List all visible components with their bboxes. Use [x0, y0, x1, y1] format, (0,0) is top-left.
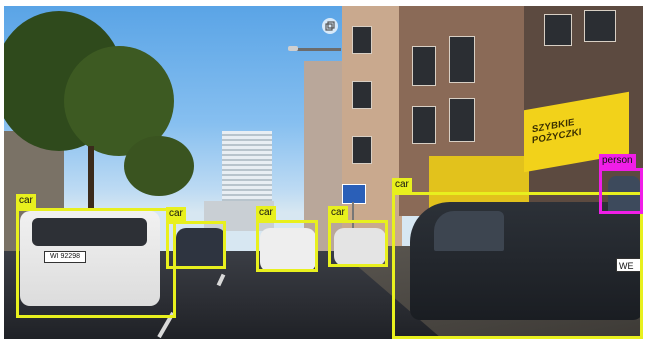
white-car — [334, 228, 386, 266]
license-plate: WI 92298 — [44, 251, 86, 263]
window — [352, 81, 372, 109]
detection-label: car — [328, 206, 348, 220]
suv-rear-window — [32, 218, 147, 246]
detection-label: car — [392, 178, 412, 192]
window — [449, 36, 475, 83]
white-car — [260, 228, 316, 272]
dark-car — [176, 228, 226, 268]
detection-box-car: car — [328, 206, 388, 267]
detection-box-car: car — [16, 194, 176, 318]
window — [412, 106, 436, 144]
detection-box-car: car — [166, 207, 226, 269]
sedan-window — [434, 211, 504, 251]
expand-icon[interactable] — [322, 18, 338, 34]
window — [352, 136, 372, 164]
detection-label: car — [16, 194, 36, 208]
detection-label: person — [599, 154, 636, 168]
window — [352, 26, 372, 54]
distant-tower — [222, 131, 272, 206]
detection-box-car: car — [256, 206, 318, 272]
street-lamp — [288, 46, 298, 51]
tree-trunk — [88, 146, 94, 216]
window — [412, 46, 436, 86]
street-scene-image: SZYBKIE POŻYCZKI WI 92298 WE car car car… — [4, 6, 643, 339]
window — [449, 98, 475, 142]
storefront — [429, 156, 529, 211]
sign-pole — [352, 202, 354, 247]
street-lamp-arm — [289, 48, 341, 51]
window — [584, 10, 616, 42]
detection-label: car — [256, 206, 276, 220]
window — [544, 14, 572, 46]
traffic-sign — [342, 184, 366, 204]
tree-canopy — [124, 136, 194, 196]
detection-box-car: car — [392, 178, 643, 339]
person-figure — [608, 176, 640, 214]
expand-icon-glyph — [325, 21, 335, 31]
detection-box-person: person — [599, 154, 643, 214]
detection-label: car — [166, 207, 186, 221]
